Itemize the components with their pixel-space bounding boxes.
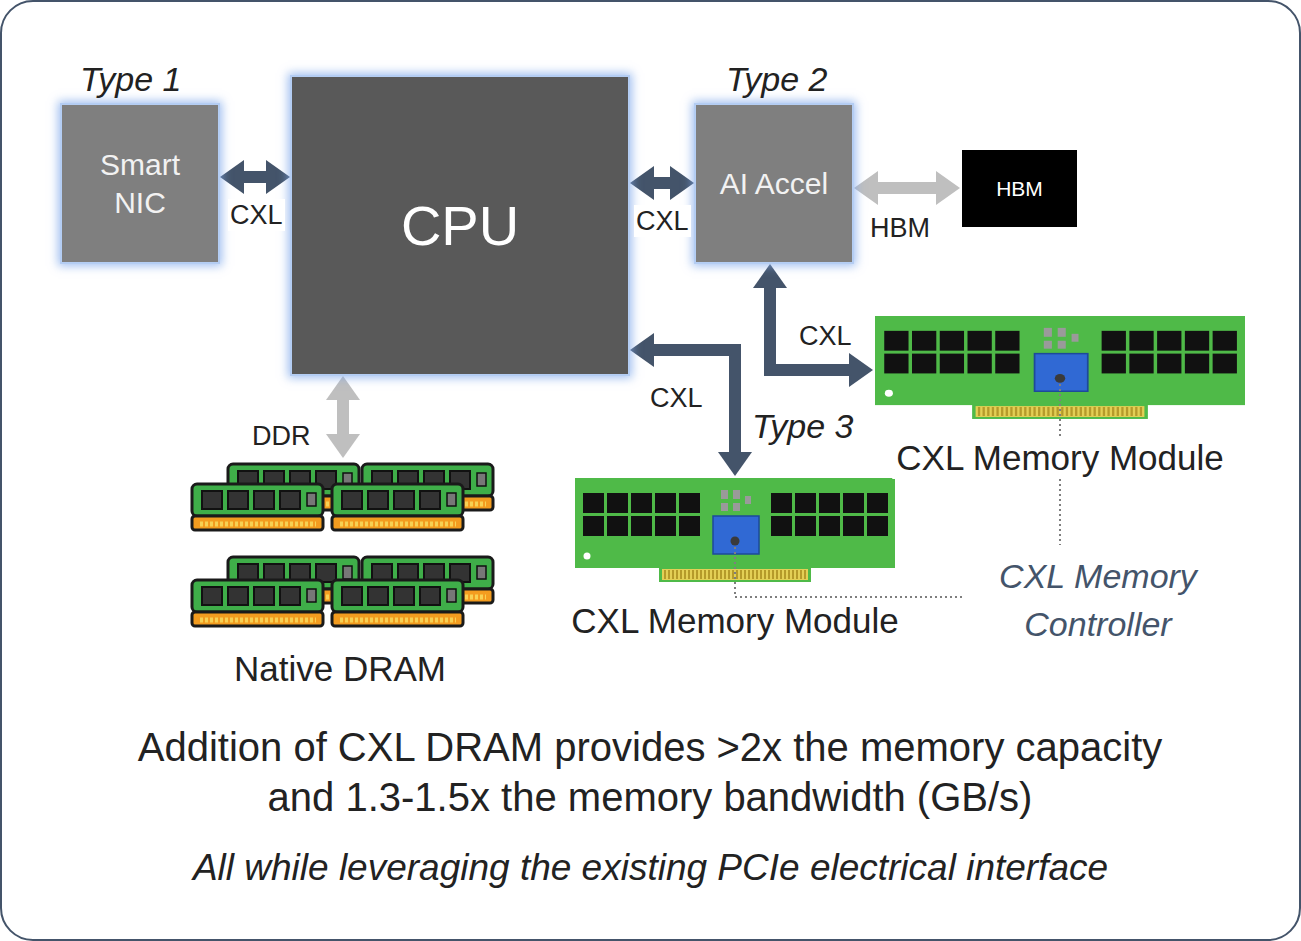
memory-card: [875, 316, 1245, 419]
connector-arrow: [326, 376, 360, 458]
arrow-head: [753, 264, 787, 288]
device-name: AI Accel: [720, 165, 828, 203]
caption: Addition of CXL DRAM provides >2x the me…: [110, 722, 1190, 822]
connector-arrow: [753, 264, 873, 387]
arrow-shaft: [877, 182, 937, 194]
memory-card-art: [875, 316, 1245, 419]
arrow-head: [936, 171, 960, 205]
edge-label: HBM: [868, 212, 932, 244]
type-heading: Type 3: [752, 406, 853, 447]
leader-line: [735, 547, 962, 597]
device-box: Type 2AI Accel: [696, 105, 852, 262]
dram-name: Native DRAM: [230, 648, 450, 690]
edge-label: CXL: [634, 205, 691, 237]
arrow-head: [220, 160, 244, 194]
cpu-box: CPU: [292, 77, 628, 374]
type-heading: Type 1: [80, 59, 181, 100]
arrow-head: [718, 452, 752, 476]
edge-label: DDR: [250, 420, 313, 452]
dimm-module: [332, 580, 463, 626]
connector-arrow: [854, 171, 960, 205]
hbm-name: HBM: [996, 176, 1043, 201]
device-box: Type 1Smart NIC: [62, 105, 218, 262]
module-name: CXL Memory Module: [892, 437, 1227, 479]
arrow-head: [630, 166, 654, 200]
memory-module: CXL Memory Module: [875, 316, 1245, 422]
memory-module: CXL Memory Module: [575, 478, 895, 585]
footnote: All while leveraging the existing PCIe e…: [20, 846, 1281, 890]
edge-label: CXL: [797, 320, 854, 352]
connector-arrow: [220, 160, 290, 194]
arrow-head: [326, 376, 360, 400]
connector-arrow: [630, 166, 694, 200]
connector-arrow: [630, 333, 752, 476]
memory-card-art: [575, 478, 895, 582]
arrow-shaft: [243, 171, 267, 183]
arrow-shaft: [337, 399, 349, 435]
device-name: Smart NIC: [76, 146, 204, 221]
memory-card: [575, 478, 895, 582]
edge-label: CXL: [648, 382, 705, 414]
hbm-box: HBM: [962, 150, 1077, 227]
arrow-shaft: [653, 177, 671, 189]
arrow-head: [854, 171, 878, 205]
arrow-head: [326, 434, 360, 458]
dimm-module: [332, 484, 463, 530]
edge-label: CXL: [228, 199, 285, 231]
arrow-head: [849, 353, 873, 387]
module-name: CXL Memory Module: [567, 600, 902, 642]
dimm-module: [192, 484, 323, 530]
cpu-name: CPU: [401, 192, 519, 259]
dram-group: Native DRAM: [185, 460, 495, 632]
callout-label: CXL Memory Controller: [983, 552, 1213, 648]
arrow-head: [670, 166, 694, 200]
type-heading: Type 2: [726, 59, 827, 100]
arrow-head: [630, 333, 654, 367]
arrow-head: [266, 160, 290, 194]
dimm-module: [192, 580, 323, 626]
